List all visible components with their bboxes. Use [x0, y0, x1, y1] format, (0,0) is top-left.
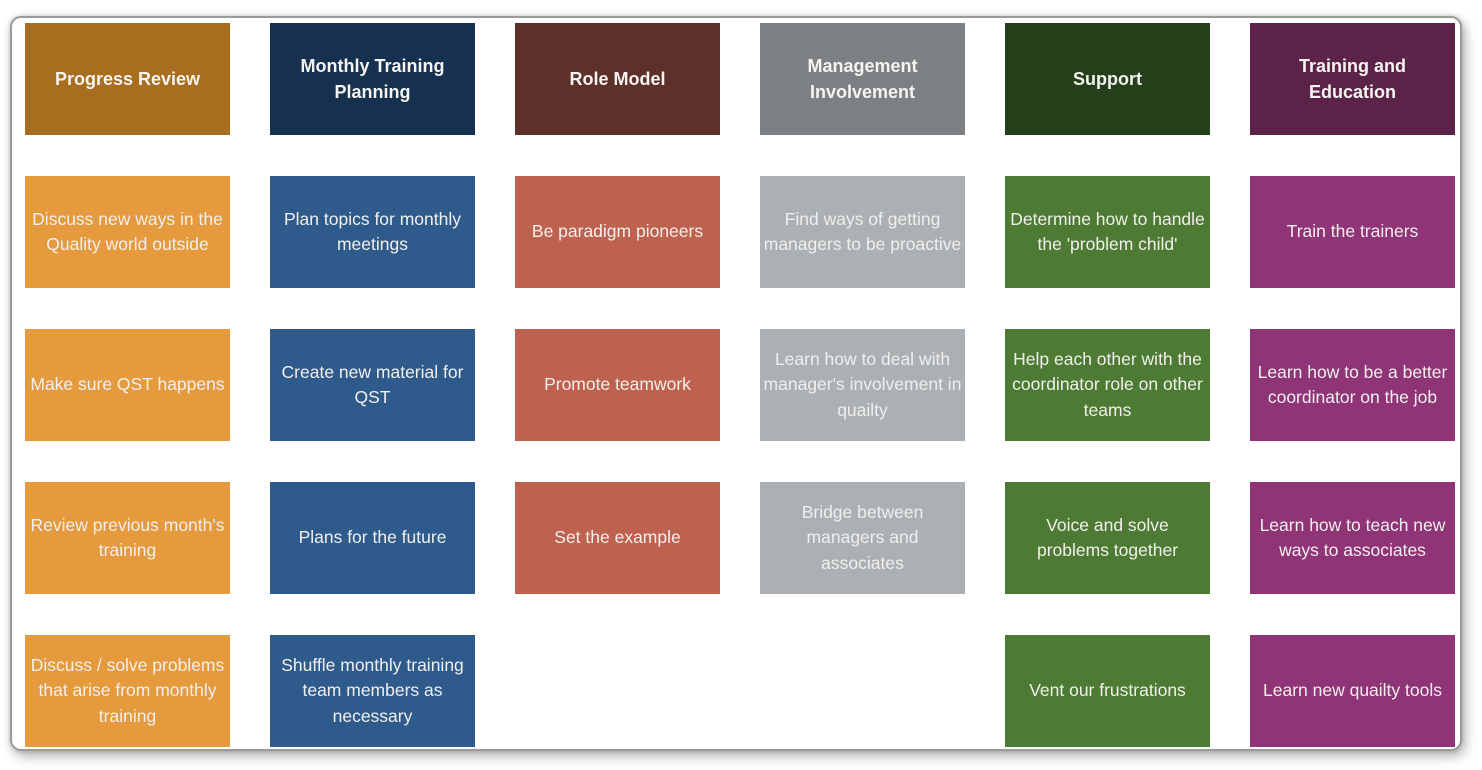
group-header-role-model: Role Model [515, 23, 720, 135]
card: Train the trainers [1250, 176, 1455, 288]
card: Voice and solve problems together [1005, 482, 1210, 594]
card: Learn how to deal with manager's involve… [760, 329, 965, 441]
group-header-management-involvement: Management Involvement [760, 23, 965, 135]
card: Promote teamwork [515, 329, 720, 441]
card: Plan topics for monthly meetings [270, 176, 475, 288]
column-management-involvement: Management Involvement Find ways of gett… [760, 23, 965, 747]
card: Create new material for QST [270, 329, 475, 441]
group-header-training-and-education: Training and Education [1250, 23, 1455, 135]
group-header-support: Support [1005, 23, 1210, 135]
affinity-diagram-panel: Progress Review Discuss new ways in the … [10, 16, 1462, 751]
card: Review previous month's training [25, 482, 230, 594]
column-support: Support Determine how to handle the 'pro… [1005, 23, 1210, 747]
card: Learn new quailty tools [1250, 635, 1455, 747]
card: Learn how to teach new ways to associate… [1250, 482, 1455, 594]
column-role-model: Role Model Be paradigm pioneers Promote … [515, 23, 720, 747]
card: Find ways of getting managers to be proa… [760, 176, 965, 288]
card: Plans for the future [270, 482, 475, 594]
column-progress-review: Progress Review Discuss new ways in the … [25, 23, 230, 747]
card: Determine how to handle the 'problem chi… [1005, 176, 1210, 288]
affinity-board: Progress Review Discuss new ways in the … [25, 23, 1457, 747]
card: Vent our frustrations [1005, 635, 1210, 747]
column-monthly-training-planning: Monthly Training Planning Plan topics fo… [270, 23, 475, 747]
card: Be paradigm pioneers [515, 176, 720, 288]
card: Set the example [515, 482, 720, 594]
group-header-monthly-training-planning: Monthly Training Planning [270, 23, 475, 135]
card: Discuss new ways in the Quality world ou… [25, 176, 230, 288]
card: Learn how to be a better coordinator on … [1250, 329, 1455, 441]
card: Help each other with the coordinator rol… [1005, 329, 1210, 441]
card: Bridge between managers and associates [760, 482, 965, 594]
card: Shuffle monthly training team members as… [270, 635, 475, 747]
card: Discuss / solve problems that arise from… [25, 635, 230, 747]
column-training-and-education: Training and Education Train the trainer… [1250, 23, 1455, 747]
group-header-progress-review: Progress Review [25, 23, 230, 135]
card: Make sure QST happens [25, 329, 230, 441]
